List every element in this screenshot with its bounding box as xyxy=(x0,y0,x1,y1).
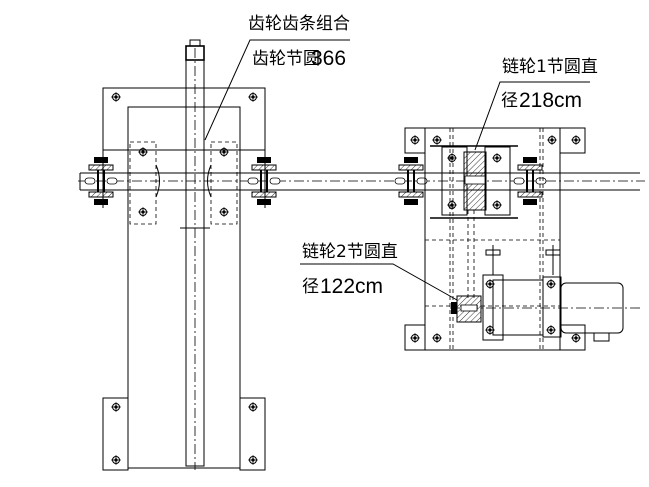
gear-rack xyxy=(180,39,210,470)
label-sprocket2-line1: 链轮2节圆直 xyxy=(302,242,398,262)
leader-lines xyxy=(204,39,590,301)
label-sprocket1-prefix: 径 xyxy=(501,91,518,111)
label-rack-pinion-title: 齿轮齿条组合 xyxy=(248,14,350,34)
label-rack-pinion-pitch-value: 366 xyxy=(311,47,346,70)
label-sprocket1-line1: 链轮1节圆直 xyxy=(502,57,598,77)
label-sprocket1-value: 218cm xyxy=(519,89,582,112)
motor xyxy=(450,245,640,342)
main-shaft xyxy=(78,156,645,206)
left-frame xyxy=(102,87,266,471)
sprocket-1 xyxy=(463,151,487,300)
label-sprocket2-value: 122cm xyxy=(320,275,383,298)
sprocket-2 xyxy=(451,295,482,323)
right-frame xyxy=(404,127,586,351)
label-sprocket2-prefix: 径 xyxy=(302,277,319,297)
label-rack-pinion-pitch-prefix: 齿轮节圆 xyxy=(252,49,320,69)
